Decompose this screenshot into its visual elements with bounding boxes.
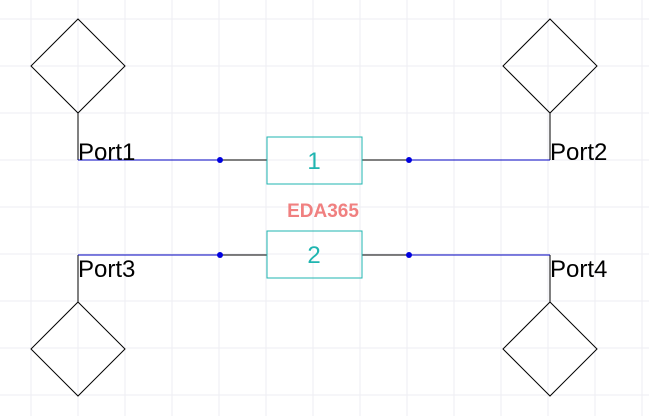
watermark: EDA365 bbox=[287, 201, 359, 222]
component-1-label: 1 bbox=[307, 148, 320, 175]
junction-dot bbox=[217, 157, 223, 163]
port2-label: Port2 bbox=[550, 139, 607, 166]
junction-dot bbox=[406, 157, 412, 163]
port4-symbol[interactable] bbox=[502, 301, 598, 397]
component-1-box[interactable] bbox=[266, 136, 363, 185]
component-2-box[interactable] bbox=[266, 230, 363, 279]
component-2-label: 2 bbox=[307, 242, 320, 269]
port1-label: Port1 bbox=[78, 139, 135, 166]
port3-symbol[interactable] bbox=[30, 301, 126, 397]
junction-dot bbox=[217, 252, 223, 258]
port4-label: Port4 bbox=[550, 256, 607, 283]
port3-label: Port3 bbox=[78, 256, 135, 283]
junction-dot bbox=[406, 252, 412, 258]
